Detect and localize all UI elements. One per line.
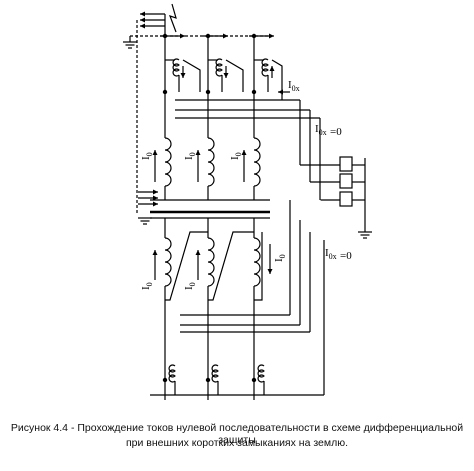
current-transformer-coil: [168, 364, 176, 383]
current-arrow-head: [153, 201, 158, 207]
current-arrow-head: [140, 11, 145, 17]
current-arrow-head: [153, 189, 158, 195]
ct-star-link: [271, 59, 283, 100]
current-arrow-head: [195, 250, 201, 255]
current-arrow-head: [140, 23, 145, 29]
current-arrow-head: [241, 150, 247, 155]
delta-link: [254, 232, 263, 301]
winding-coil: [207, 137, 215, 187]
current-label-i0x-zero: I0x: [325, 247, 337, 261]
equals-zero-label: =0: [340, 250, 352, 262]
current-arrow-head: [267, 269, 273, 274]
current-label-i0: I0: [140, 282, 154, 290]
current-label-i0: I0: [183, 152, 197, 160]
current-transformer-coil: [215, 58, 223, 77]
current-arrow-head: [180, 73, 186, 78]
winding-coil: [207, 237, 215, 287]
current-arrow-head: [153, 195, 158, 201]
current-arrow-head: [152, 150, 158, 155]
current-arrow-head: [152, 250, 158, 255]
equals-zero-label: =0: [330, 126, 342, 138]
winding-coil: [164, 237, 172, 287]
current-label-i0: I0: [140, 152, 154, 160]
winding-coil: [253, 137, 261, 187]
ct-star-link: [182, 59, 201, 92]
winding-coil: [253, 237, 261, 287]
ct-star-link: [225, 59, 244, 92]
current-arrow-head: [140, 17, 145, 23]
relay-box: [339, 156, 353, 172]
winding-coil: [164, 137, 172, 187]
delta-link: [208, 231, 254, 301]
current-arrow-head: [195, 150, 201, 155]
figure-caption-line-1: Рисунок 4.4 - Прохождение токов нулевой …: [10, 422, 464, 446]
current-label-i0: I0: [273, 254, 287, 262]
short-circuit-flash-icon: [168, 3, 177, 33]
current-transformer-coil: [211, 364, 219, 383]
current-arrow-head: [223, 33, 228, 39]
current-arrow-head: [180, 33, 185, 39]
current-label-i0x: I0x: [288, 79, 300, 93]
current-label-i0: I0: [229, 152, 243, 160]
current-transformer-coil: [261, 58, 269, 77]
junction-dot: [205, 89, 211, 95]
current-label-i0: I0: [183, 282, 197, 290]
junction-dot: [251, 89, 257, 95]
relay-box: [339, 191, 353, 207]
current-arrow-head: [223, 73, 229, 78]
current-label-i0x-zero: I0x: [315, 123, 327, 137]
current-transformer-coil: [172, 58, 180, 77]
relay-box: [339, 173, 353, 189]
figure-caption-line-2: при внешних коротких замыканиях на землю…: [125, 437, 349, 449]
junction-dot: [162, 89, 168, 95]
current-arrow-head: [269, 66, 275, 71]
delta-link: [165, 231, 208, 301]
current-arrow-head: [278, 89, 283, 95]
current-transformer-coil: [257, 364, 265, 383]
current-arrow-head: [269, 33, 274, 39]
